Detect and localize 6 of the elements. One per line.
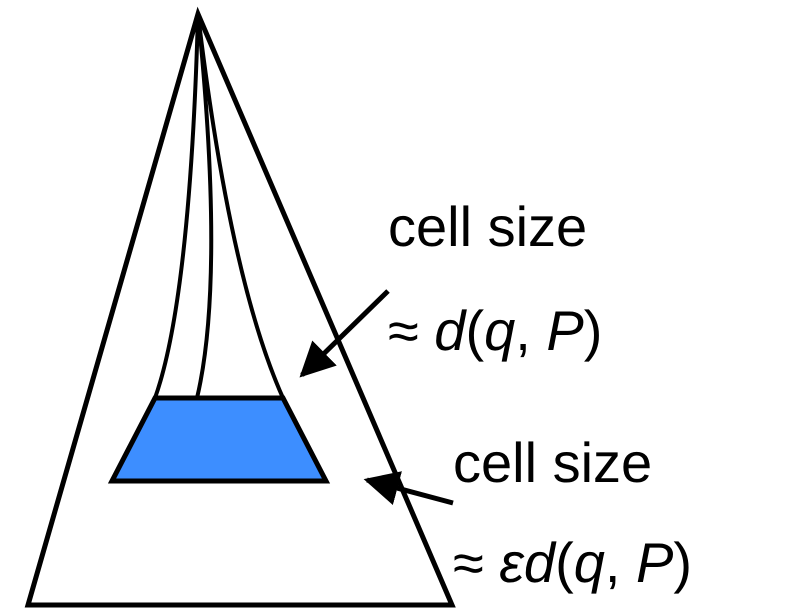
leader-arrow <box>300 289 390 378</box>
leader-arrow <box>364 471 454 506</box>
annotation-text: ≈ d(q, P) <box>388 300 602 362</box>
annotation-text: ≈ εd(q, P) <box>453 532 692 594</box>
annotation-text: cell size <box>453 432 652 494</box>
annotation-text: cell size <box>388 196 588 258</box>
